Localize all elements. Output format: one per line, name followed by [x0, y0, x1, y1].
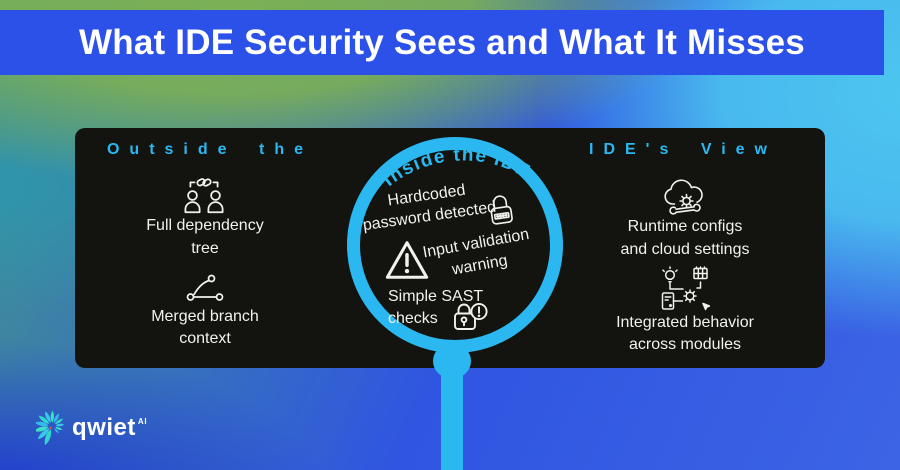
- runtime-configs-label: Runtime configs and cloud settings: [620, 218, 750, 258]
- padlock-icon: [485, 190, 518, 230]
- simple-sast-label: Simple SAST checks: [388, 288, 484, 327]
- full-dependency-label: Full dependency tree: [146, 217, 264, 257]
- modules-icon: [659, 266, 711, 312]
- qwiet-spiral-icon: [33, 402, 68, 455]
- page-title: What IDE Security Sees and What It Misse…: [79, 22, 805, 62]
- inside-ide-arc: Inside the IDE: [379, 144, 533, 191]
- ide-view-heading: IDE's View: [589, 141, 777, 158]
- qwiet-logo: qwiet AI: [33, 402, 148, 455]
- title-banner: What IDE Security Sees and What It Misse…: [0, 10, 884, 75]
- integrated-behavior-label: Integrated behavior across modules: [616, 314, 754, 353]
- branch-icon: [185, 273, 225, 303]
- qwiet-ai-suffix: AI: [137, 416, 148, 426]
- merged-branch-label: Merged branch context: [151, 308, 259, 347]
- magnifier-handle: [441, 350, 463, 470]
- lock-alert-icon: [451, 298, 489, 336]
- warning-triangle-icon: [384, 238, 430, 282]
- qwiet-wordmark: qwiet: [72, 414, 136, 441]
- cloud-gear-icon: [661, 176, 709, 218]
- outside-heading: Outside the: [106, 141, 313, 158]
- dependency-icon: [181, 177, 227, 215]
